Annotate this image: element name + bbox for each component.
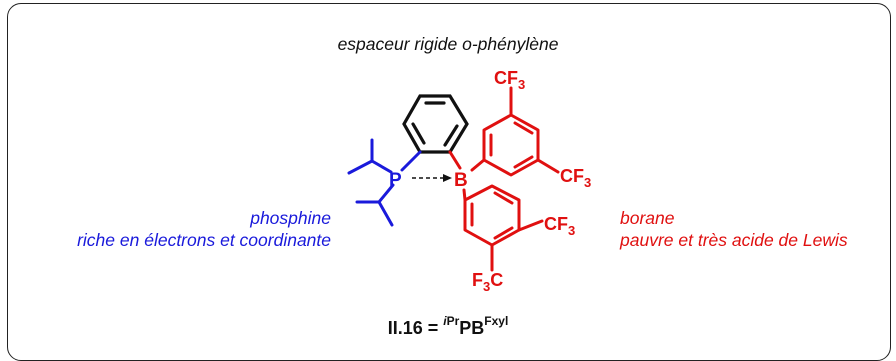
borane-subtitle: pauvre et très acide de Lewis [620,230,848,250]
molecule-structure: P B CF3 CF3 CF3 F3C [347,68,591,294]
borane-description: borane pauvre et très acide de Lewis [620,207,848,251]
borane-title: borane [620,208,675,228]
dative-arrow [412,174,452,182]
phenylene-ring [402,94,469,154]
phosphine-subtitle: riche en électrons et coordinante [77,230,331,250]
cf3-top: CF3 [494,68,525,92]
phosphorus-atom: P [389,170,402,191]
boron-atom: B [454,170,468,191]
borane-bonds [448,86,560,272]
cf3-mid: CF3 [544,214,575,238]
cf3-right: CF3 [560,166,591,190]
compound-label: II.16 = iPrPBFxyl [387,314,509,338]
spacer-caption: espaceur rigide o-phénylène [337,34,559,54]
phosphine-title: phosphine [250,208,331,228]
phosphine-bonds [347,138,422,227]
phosphine-description: phosphine riche en électrons et coordina… [77,207,331,251]
f3c-bottom: F3C [472,270,503,294]
